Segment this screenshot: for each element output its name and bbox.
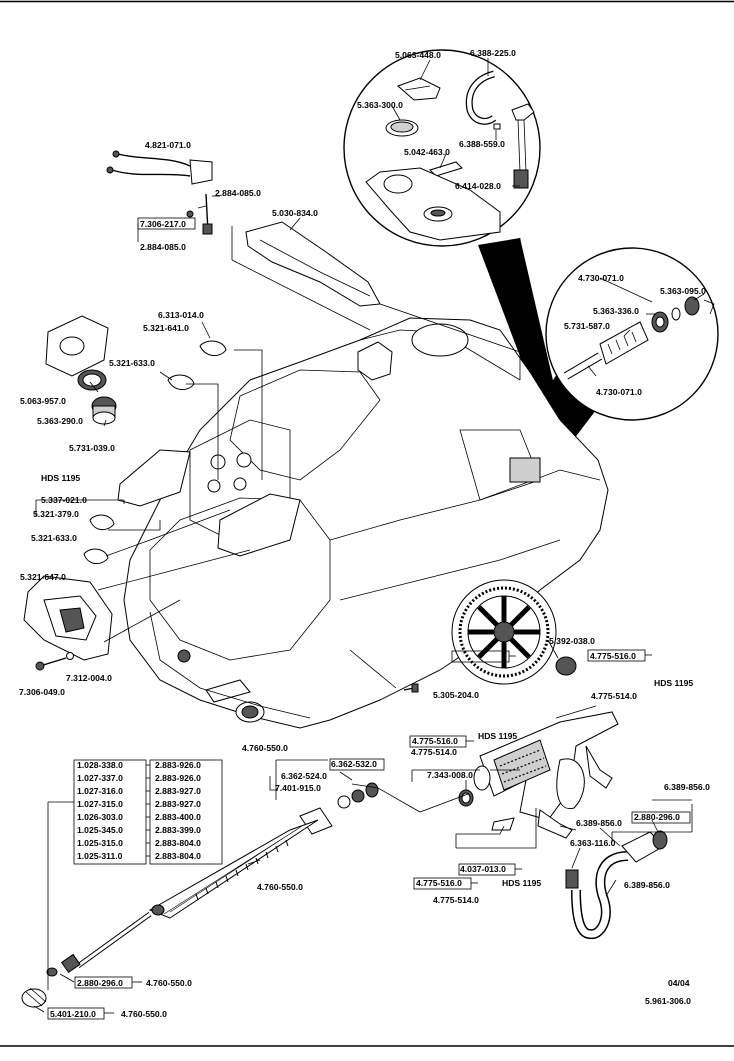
nozzle-left-0: 1.028-338.0 (77, 760, 123, 770)
label-2884085-bottom: 2.884-085.0 (140, 242, 186, 252)
label-5042463: 5.042-463.0 (404, 147, 450, 157)
cover-part (245, 221, 381, 307)
hose-set (565, 799, 693, 940)
label-6388225: 6.388-225.0 (470, 48, 516, 58)
label-5401210: 5.401-210.0 (50, 1009, 96, 1019)
nozzle-right-1: 2.883-926.0 (155, 773, 201, 783)
gun-trigger (556, 758, 585, 810)
label-4730071-top: 4.730-071.0 (578, 273, 624, 283)
label-4730071-bottom: 4.730-071.0 (596, 387, 642, 397)
label-5321641: 5.321-641.0 (143, 323, 189, 333)
label-4775514-a: 4.775-514.0 (591, 691, 637, 701)
label-6389856-c: 6.389-856.0 (624, 880, 670, 890)
label-7306217: 7.306-217.0 (140, 219, 186, 229)
label-5337021: 5.337-021.0 (41, 495, 87, 505)
sensor-part (511, 103, 535, 121)
nozzle-right-3: 2.883-927.0 (155, 799, 201, 809)
label-6414028: 6.414-028.0 (455, 181, 501, 191)
label-2880296-b: 2.880-296.0 (77, 978, 123, 988)
label-boxes (47, 217, 691, 1020)
label-hds-3: HDS 1195 (478, 731, 517, 741)
part-number-labels: 5.063-448.0 6.388-225.0 5.363-300.0 6.38… (19, 48, 710, 1019)
nozzle-left-2: 1.027-316.0 (77, 786, 123, 796)
label-5321379: 5.321-379.0 (33, 509, 79, 519)
label-7312004: 7.312-004.0 (66, 673, 112, 683)
label-4821071: 4.821-071.0 (145, 140, 191, 150)
label-5363290: 5.363-290.0 (37, 416, 83, 426)
spray-gun (269, 705, 619, 849)
nozzle-right-5: 2.883-399.0 (155, 825, 201, 835)
document-number: 5.961-306.0 (645, 996, 691, 1006)
label-4760550-c: 4.760-550.0 (146, 978, 192, 988)
label-4775516-a: 4.775-516.0 (590, 651, 636, 661)
label-5731039: 5.731-039.0 (69, 443, 115, 453)
label-4775516-b: 4.775-516.0 (412, 736, 458, 746)
nozzle-right-0: 2.883-926.0 (155, 760, 201, 770)
label-hds-4: HDS 1195 (502, 878, 541, 888)
cable-connector (189, 159, 213, 185)
label-5731587: 5.731-587.0 (564, 321, 610, 331)
lance-grip (148, 819, 319, 919)
label-6388559: 6.388-559.0 (459, 139, 505, 149)
date-label: 04/04 (668, 978, 690, 988)
nozzle-left-5: 1.025-345.0 (77, 825, 123, 835)
label-6362532: 6.362-532.0 (331, 759, 377, 769)
nozzle-right-4: 2.883-400.0 (155, 812, 201, 822)
nozzle-left-3: 1.027-315.0 (77, 799, 123, 809)
label-5363300: 5.363-300.0 (357, 100, 403, 110)
label-5321647: 5.321-647.0 (20, 572, 66, 582)
label-5321633-top: 5.321-633.0 (109, 358, 155, 368)
label-5063957: 5.063-957.0 (20, 396, 66, 406)
label-4775514-c: 4.775-514.0 (433, 895, 479, 905)
nozzle-right-6: 2.883-804.0 (155, 838, 201, 848)
label-6389856-b: 6.389-856.0 (576, 818, 622, 828)
nozzle-table: 1.028-338.0 2.883-926.0 1.027-337.0 2.88… (77, 760, 201, 861)
label-6362524: 6.362-524.0 (281, 771, 327, 781)
label-4037013: 4.037-013.0 (460, 864, 506, 874)
label-4760550-b: 4.760-550.0 (257, 882, 303, 892)
loose-parts (23, 150, 577, 693)
label-7343008: 7.343-008.0 (427, 770, 473, 780)
label-4775516-c: 4.775-516.0 (416, 878, 462, 888)
nozzle-left-7: 1.025-311.0 (77, 851, 123, 861)
hose-nipple (565, 869, 579, 889)
nozzle-left-6: 1.025-315.0 (77, 838, 123, 848)
label-6389856-a: 6.389-856.0 (664, 782, 710, 792)
label-5305204: 5.305-204.0 (433, 690, 479, 700)
detail-circle-top (343, 49, 568, 452)
label-6363116: 6.363-116.0 (570, 838, 616, 848)
machine-body (117, 221, 609, 729)
label-7306049: 7.306-049.0 (19, 687, 65, 697)
label-hds-2: HDS 1195 (654, 678, 693, 688)
label-2884085-top: 2.884-085.0 (215, 188, 261, 198)
label-5063448: 5.063-448.0 (395, 50, 441, 60)
label-5321633-bottom: 5.321-633.0 (31, 533, 77, 543)
label-7401915: 7.401-915.0 (275, 783, 321, 793)
nozzle-right-2: 2.883-927.0 (155, 786, 201, 796)
label-4760550-a: 4.760-550.0 (242, 743, 288, 753)
label-5030834: 5.030-834.0 (272, 208, 318, 218)
nozzle-left-1: 1.027-337.0 (77, 773, 123, 783)
cap-part (397, 77, 441, 101)
detail-circle-right (545, 247, 719, 460)
nozzle-left-4: 1.026-303.0 (77, 812, 123, 822)
label-4775514-b: 4.775-514.0 (411, 747, 457, 757)
label-6313014: 6.313-014.0 (158, 310, 204, 320)
label-4760550-d: 4.760-550.0 (121, 1009, 167, 1019)
label-hds-1: HDS 1195 (41, 473, 80, 483)
label-5392038: 5.392-038.0 (549, 636, 595, 646)
label-5363095: 5.363-095.0 (660, 286, 706, 296)
nozzle-right-7: 2.883-804.0 (155, 851, 201, 861)
label-2880296-a: 2.880-296.0 (634, 812, 680, 822)
spray-lance (21, 801, 333, 1013)
label-5363336: 5.363-336.0 (593, 306, 639, 316)
